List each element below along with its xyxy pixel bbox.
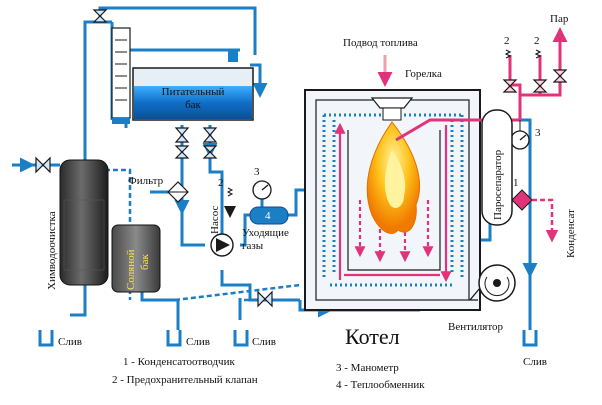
- drain-label-3: Слив: [252, 336, 276, 348]
- fan-label: Вентилятор: [448, 321, 504, 333]
- steam-separator-label: Пароcепаратор: [492, 149, 504, 220]
- valve-icon-tank-left: [174, 127, 190, 143]
- feed-tank-label-1: Питательный: [162, 86, 225, 98]
- condensate-label: Конденсат: [565, 209, 577, 258]
- legend-item-1: 1 - Конденсатоотводчик: [123, 356, 235, 368]
- flue-gases-label-1: Уходящие: [242, 227, 289, 239]
- valve-icon-tank-right2: [202, 145, 218, 159]
- legend-item-3: 3 - Манометр: [336, 362, 399, 374]
- filter: Фильтр: [128, 175, 189, 203]
- dashed-drain-lines: [65, 168, 301, 320]
- valve-icon-tank-left2: [174, 145, 190, 159]
- marker-4: 4: [265, 210, 271, 222]
- legend: 1 - Конденсатоотводчик 2 - Предохранител…: [112, 356, 425, 391]
- safety-valve-left: 2: [218, 177, 236, 218]
- manometer-right: 3: [510, 120, 541, 150]
- marker-2-steam-a: 2: [504, 35, 510, 47]
- salt-tank: Соляной бак: [111, 224, 161, 293]
- pump: Насос: [209, 206, 234, 257]
- marker-3-left: 3: [254, 166, 260, 178]
- fuel-supply-label: Подвод топлива: [343, 37, 418, 49]
- drain-label-2: Слив: [186, 336, 210, 348]
- legend-item-2: 2 - Предохранительный клапан: [112, 374, 258, 386]
- drain-label-4: Слив: [523, 356, 547, 368]
- water-treatment-column: Химводоочистка: [46, 159, 109, 290]
- salt-tank-label-1: Соляной: [125, 249, 137, 290]
- marker-3-right: 3: [535, 127, 541, 139]
- feed-tank: Питательный бак: [132, 50, 254, 121]
- steam-separator: Пароcепаратор: [481, 109, 513, 226]
- labels: Подвод топлива Горелка Пар Конденсат Кот…: [58, 13, 577, 368]
- condensate-trap: 1: [511, 177, 559, 243]
- feed-tank-label-2: бак: [185, 99, 201, 111]
- boiler-label: Котел: [345, 324, 400, 349]
- drain-label-1: Слив: [58, 336, 82, 348]
- manometer-left: 3: [252, 166, 272, 200]
- level-column: [111, 27, 131, 124]
- valve-icon-tank-right: [202, 127, 218, 143]
- steam-label: Пар: [550, 13, 569, 25]
- heat-exchanger: 4: [249, 206, 289, 225]
- legend-item-4: 4 - Теплообменник: [336, 379, 425, 391]
- steam-valves: [502, 49, 568, 93]
- salt-tank-label-2: бак: [139, 254, 151, 270]
- pump-label: Насос: [209, 206, 221, 234]
- boiler-body: [304, 89, 481, 311]
- valve-icon-inlet: [35, 156, 51, 174]
- fan: [468, 264, 516, 302]
- drain-icons: [38, 330, 538, 347]
- flue-gases-label-2: газы: [242, 240, 264, 252]
- valve-icon-bottom: [257, 290, 273, 308]
- water-treatment-label: Химводоочистка: [46, 211, 58, 290]
- marker-1: 1: [513, 177, 519, 189]
- marker-2-steam-b: 2: [534, 35, 540, 47]
- valve-icon-top: [92, 9, 108, 23]
- filter-label: Фильтр: [128, 175, 164, 187]
- marker-2-left: 2: [218, 177, 224, 189]
- valve-icons: [35, 9, 273, 308]
- burner-label: Горелка: [405, 68, 442, 80]
